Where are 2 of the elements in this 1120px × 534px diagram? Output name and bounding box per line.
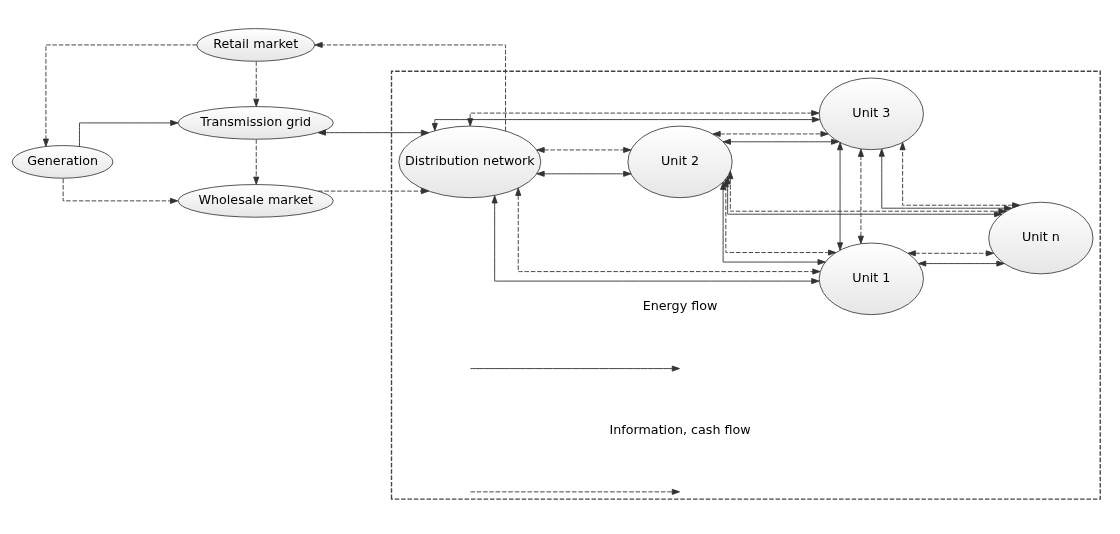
- legend-label: Energy flow: [642, 297, 718, 313]
- legend-label: Information, cash flow: [609, 421, 751, 437]
